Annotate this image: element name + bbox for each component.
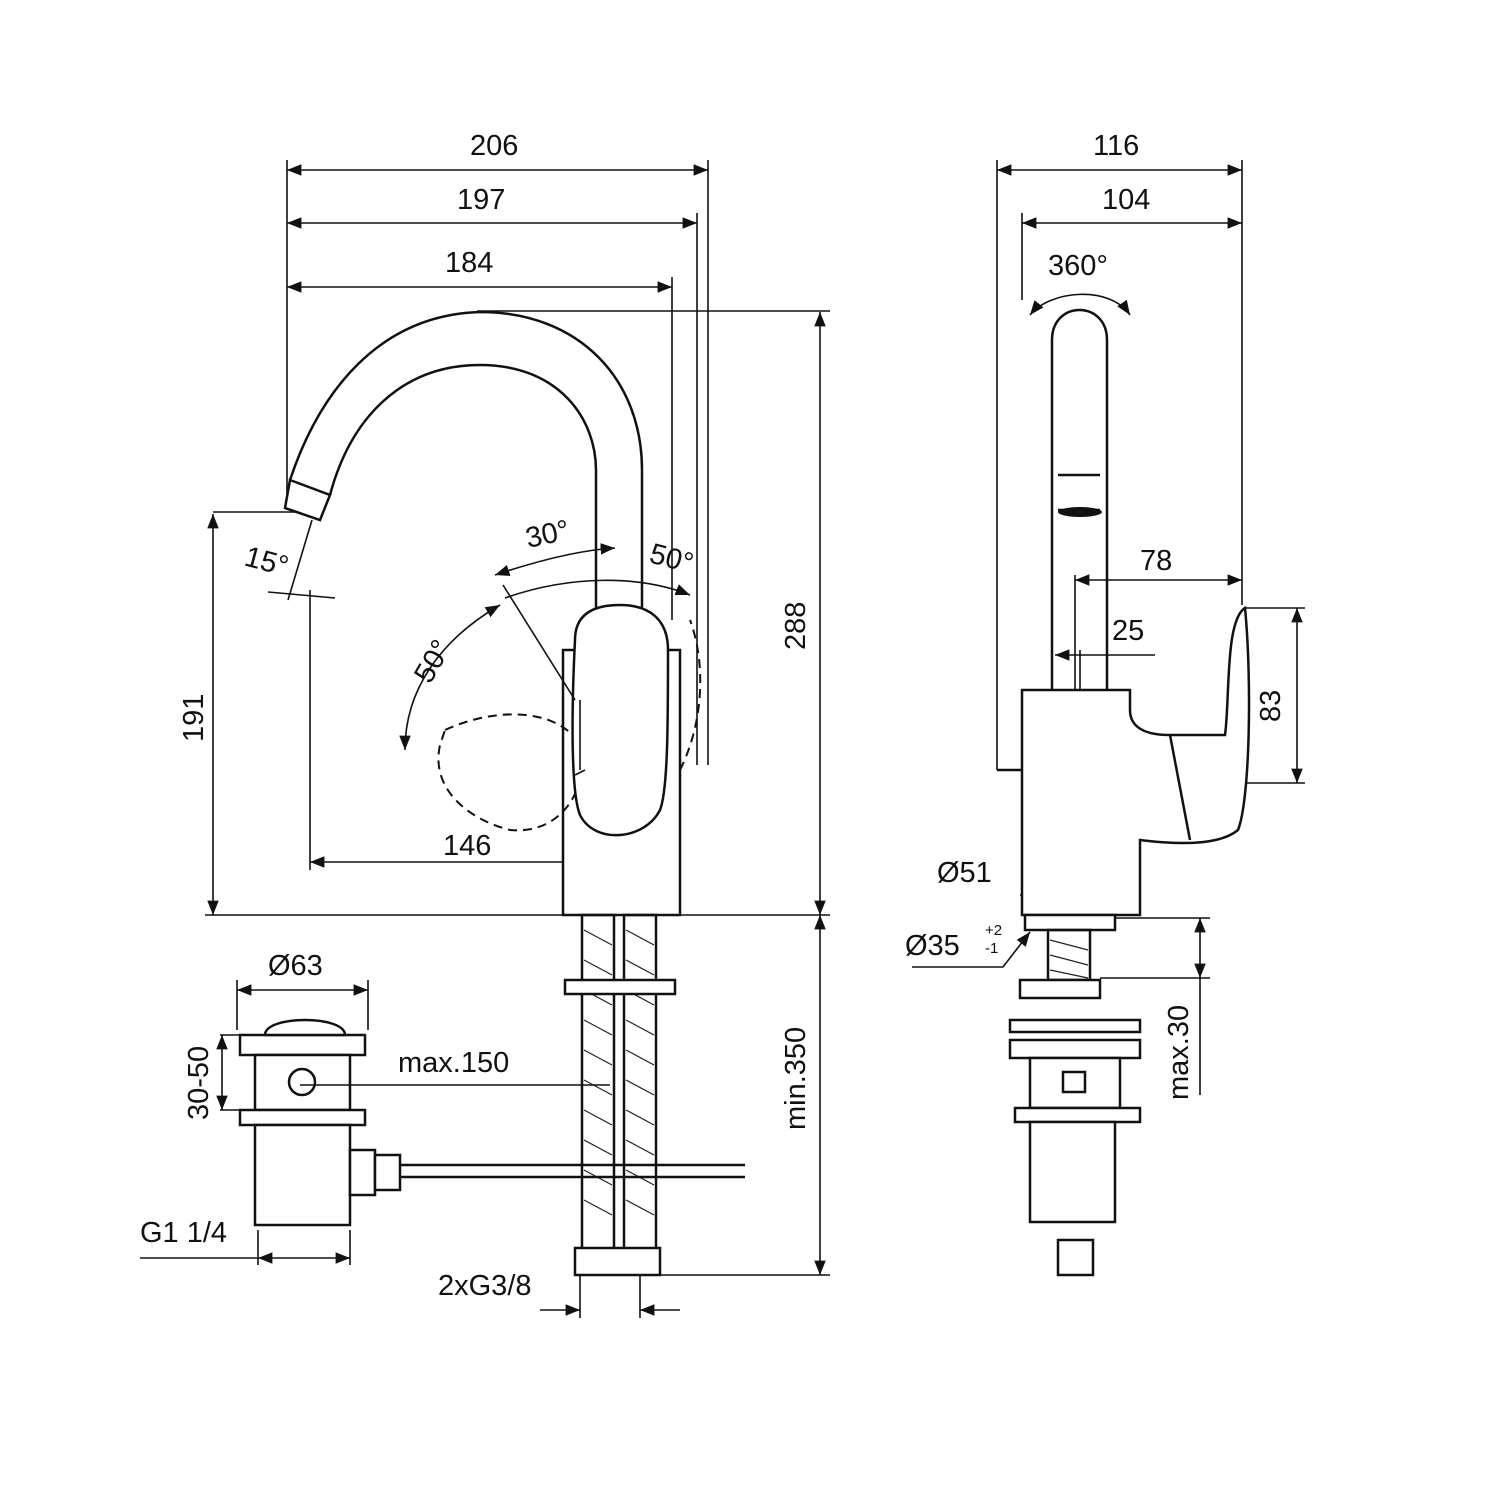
dim-d35-label: Ø35 (905, 930, 960, 962)
lever-handle (571, 603, 670, 837)
rotation-arrow (1029, 293, 1131, 316)
angle-30-label: 30° (523, 514, 573, 554)
dim-104-label: 104 (1102, 184, 1150, 216)
angle-50-right-label: 50° (646, 538, 697, 580)
dim-83-label: 83 (1255, 690, 1287, 722)
handle-rotated-outline (437, 713, 583, 832)
aerator (283, 478, 332, 522)
supply-hoses (540, 913, 680, 1318)
dim-197-label: 197 (457, 184, 505, 216)
dim-288-label: 288 (780, 602, 812, 650)
angle-360-label: 360° (1048, 250, 1108, 282)
dim-206-label: 206 (470, 130, 518, 162)
dim-25-label: 25 (1112, 615, 1144, 647)
body-side (1020, 605, 1251, 917)
tolerance-plus: +2 (985, 922, 1002, 939)
tolerance-minus: -1 (985, 940, 998, 957)
dim-191-label: 191 (178, 694, 210, 742)
dim-d63-label: Ø63 (268, 950, 323, 982)
side-view: 116 104 360° 78 25 83 Ø51 Ø35 +2 -1 max.… (905, 130, 1305, 1277)
dim-d51-label: Ø51 (937, 857, 992, 889)
dim-146-label: 146 (443, 830, 491, 862)
dim-116-label: 116 (1093, 130, 1139, 162)
dim-78-label: 78 (1140, 545, 1172, 577)
dim-min350-label: min.350 (780, 1027, 812, 1130)
dim-30-50-label: 30-50 (183, 1046, 215, 1120)
spout (288, 310, 644, 620)
dim-max30-label: max.30 (1163, 1005, 1195, 1100)
spout-side (1050, 308, 1109, 690)
dim-2xG38-label: 2xG3/8 (438, 1270, 532, 1302)
dim-G114-label: G1 1/4 (140, 1217, 227, 1249)
pop-up-waste: Ø63 30-50 max.150 G1 1/4 (140, 950, 745, 1265)
angle-15-label: 15° (241, 541, 292, 583)
dim-184-label: 184 (445, 247, 493, 279)
dim-max150-label: max.150 (398, 1047, 509, 1079)
